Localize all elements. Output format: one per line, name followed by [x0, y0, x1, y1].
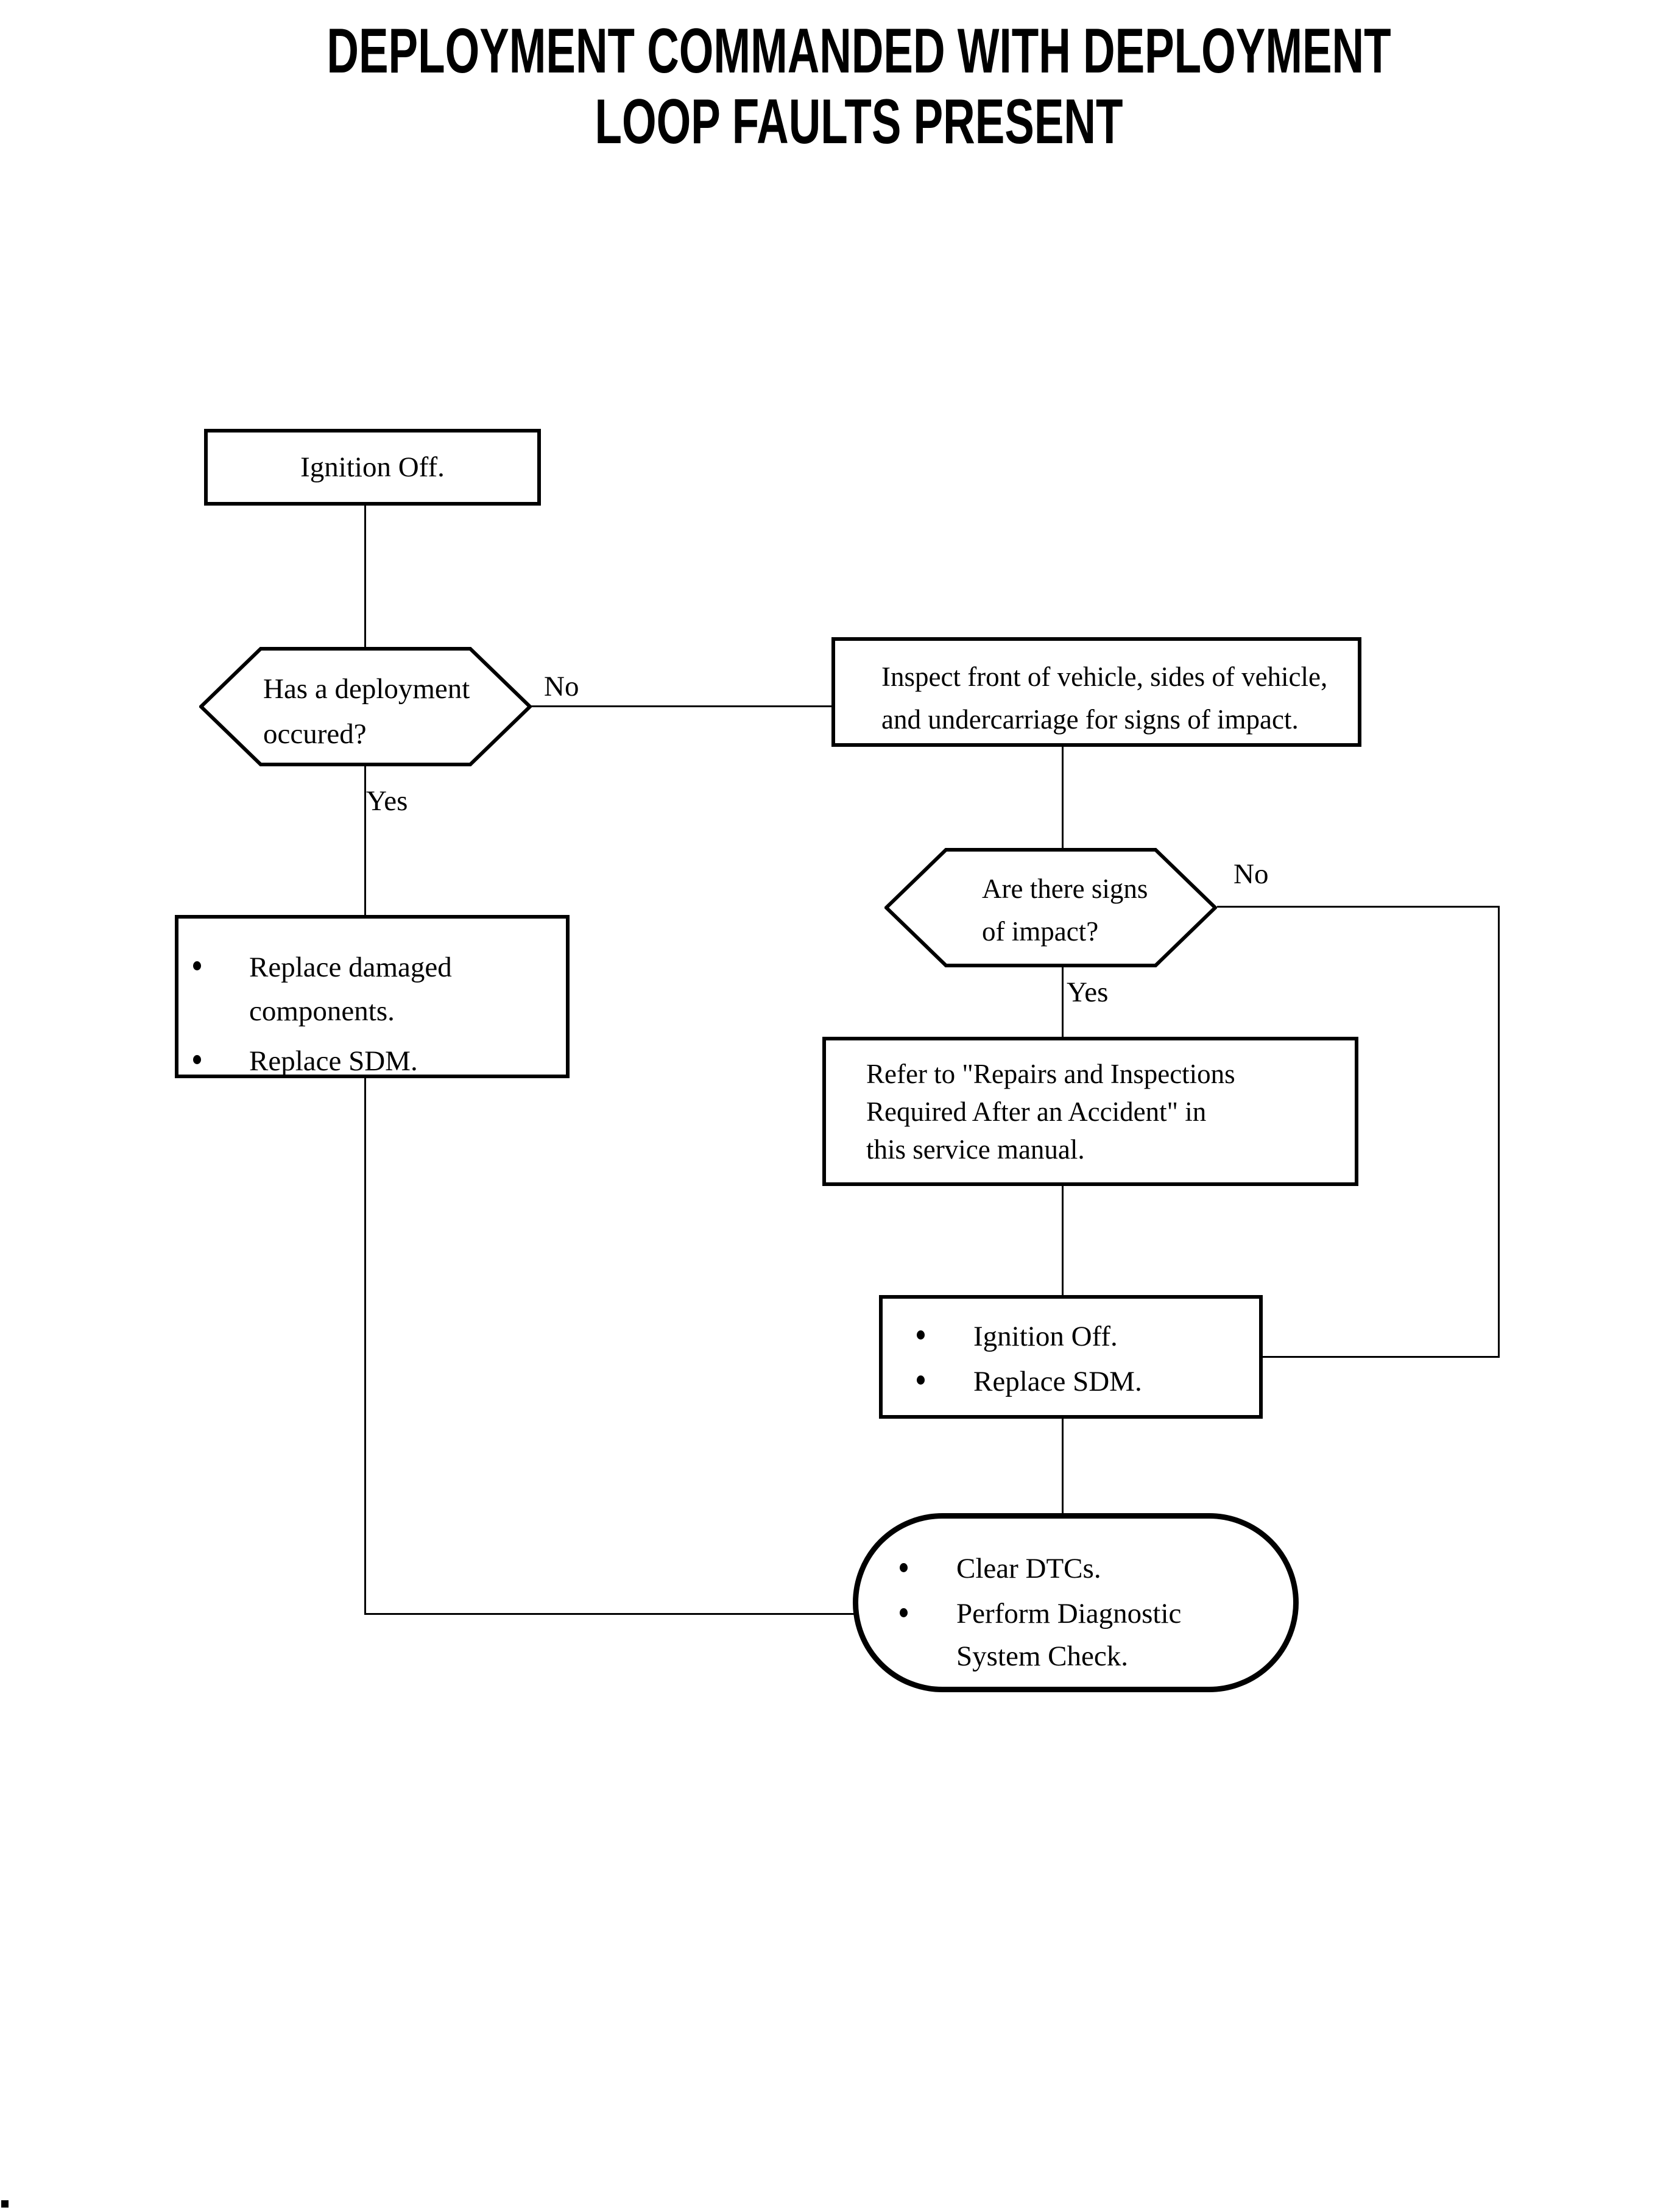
node-refer-repairs — [822, 1037, 1358, 1186]
label-signs-no: No — [1234, 858, 1269, 890]
connector-deployment-no-to-inspect — [530, 705, 842, 707]
ignition-replace-item-2-line-1: Replace SDM. — [973, 1366, 1142, 1397]
node-terminal-diagnostic-list: Clear DTCs. Perform Diagnostic System Ch… — [900, 1547, 1277, 1678]
list-item: Replace damaged components. — [193, 945, 559, 1033]
inspect-vehicle-line-2: and undercarriage for signs of impact. — [881, 704, 1299, 735]
replace-damaged-item-1-line-2: components. — [249, 995, 395, 1027]
node-deployment-decision-hexagon — [199, 647, 532, 766]
ignition-replace-item-2: Replace SDM. — [973, 1360, 1142, 1403]
deployment-decision-line-1: Has a deployment — [263, 673, 470, 705]
connector-ignition-to-deployment-decision — [364, 506, 366, 648]
connector-refer-to-ignition-replace — [1062, 1185, 1064, 1296]
bullet-icon — [900, 1608, 908, 1617]
connector-signs-no-into-ignition-replace — [1263, 1356, 1500, 1358]
signs-decision-line-1: Are there signs — [982, 874, 1148, 904]
connector-deployment-yes-to-replace-damaged — [364, 765, 366, 916]
terminal-item-2: Perform Diagnostic System Check. — [956, 1592, 1181, 1678]
node-refer-repairs-text: Refer to "Repairs and Inspections Requir… — [866, 1055, 1235, 1168]
node-signs-decision-text: Are there signs of impact? — [982, 867, 1148, 953]
list-item: Perform Diagnostic System Check. — [900, 1592, 1277, 1678]
connector-inspect-to-signs-decision — [1062, 746, 1064, 849]
connector-signs-no-vertical — [1498, 906, 1500, 1358]
node-inspect-vehicle-text: Inspect front of vehicle, sides of vehic… — [881, 655, 1327, 741]
terminal-item-1: Clear DTCs. — [956, 1547, 1101, 1590]
page-title-line-2: LOOP FAULTS PRESENT — [595, 86, 1123, 157]
refer-repairs-line-1: Refer to "Repairs and Inspections — [866, 1059, 1235, 1089]
terminal-item-1-line-1: Clear DTCs. — [956, 1553, 1101, 1584]
node-ignition-off-label: Ignition Off. — [300, 451, 445, 483]
signs-decision-hexagon-shape — [884, 848, 1217, 967]
connector-replace-damaged-down — [364, 1077, 366, 1614]
replace-damaged-item-1-line-1: Replace damaged — [249, 951, 452, 983]
node-ignition-off: Ignition Off. — [204, 429, 541, 506]
refer-repairs-line-3: this service manual. — [866, 1134, 1085, 1165]
connector-ignition-replace-to-terminal — [1062, 1417, 1064, 1515]
list-item: Replace SDM. — [917, 1360, 1258, 1403]
label-deployment-yes: Yes — [366, 785, 408, 817]
bullet-icon — [193, 1055, 201, 1064]
deployment-decision-line-2: occured? — [263, 718, 367, 750]
node-signs-decision-hexagon — [884, 848, 1217, 967]
bullet-icon — [193, 961, 201, 970]
terminal-item-2-line-1: Perform Diagnostic — [956, 1598, 1182, 1629]
ignition-replace-item-1-line-1: Ignition Off. — [973, 1321, 1118, 1352]
connector-signs-no-horizontal — [1217, 906, 1500, 908]
page-title-line-1: DEPLOYMENT COMMANDED WITH DEPLOYMENT — [326, 16, 1391, 86]
refer-repairs-line-2: Required After an Accident" in — [866, 1096, 1207, 1127]
bullet-icon — [917, 1375, 925, 1385]
connector-replace-damaged-to-terminal — [364, 1613, 855, 1615]
node-deployment-decision-text: Has a deployment occured? — [263, 666, 470, 757]
bullet-icon — [917, 1330, 925, 1340]
node-inspect-vehicle — [831, 637, 1361, 747]
bullet-icon — [900, 1563, 908, 1572]
replace-damaged-item-2-line-1: Replace SDM. — [249, 1045, 418, 1077]
scan-artifact-mark — [1, 2200, 9, 2208]
deployment-decision-hexagon-shape — [199, 647, 532, 766]
label-deployment-no: No — [544, 671, 579, 702]
label-signs-yes: Yes — [1067, 976, 1109, 1008]
list-item: Clear DTCs. — [900, 1547, 1277, 1590]
list-item: Replace SDM. — [193, 1039, 559, 1083]
connector-signs-yes-to-refer — [1062, 966, 1064, 1038]
node-replace-damaged — [175, 915, 570, 1078]
node-ignition-replace-sdm-list: Ignition Off. Replace SDM. — [917, 1315, 1258, 1403]
signs-decision-line-2: of impact? — [982, 916, 1099, 947]
terminal-item-2-line-2: System Check. — [956, 1640, 1128, 1672]
replace-damaged-item-2: Replace SDM. — [249, 1039, 418, 1083]
page-title: DEPLOYMENT COMMANDED WITH DEPLOYMENT LOO… — [19, 16, 1680, 157]
node-replace-damaged-list: Replace damaged components. Replace SDM. — [193, 945, 559, 1083]
node-ignition-replace-sdm — [879, 1295, 1263, 1419]
ignition-replace-item-1: Ignition Off. — [973, 1315, 1118, 1358]
replace-damaged-item-1: Replace damaged components. — [249, 945, 452, 1033]
node-terminal-diagnostic-check — [853, 1513, 1299, 1692]
list-item: Ignition Off. — [917, 1315, 1258, 1358]
inspect-vehicle-line-1: Inspect front of vehicle, sides of vehic… — [881, 662, 1328, 692]
